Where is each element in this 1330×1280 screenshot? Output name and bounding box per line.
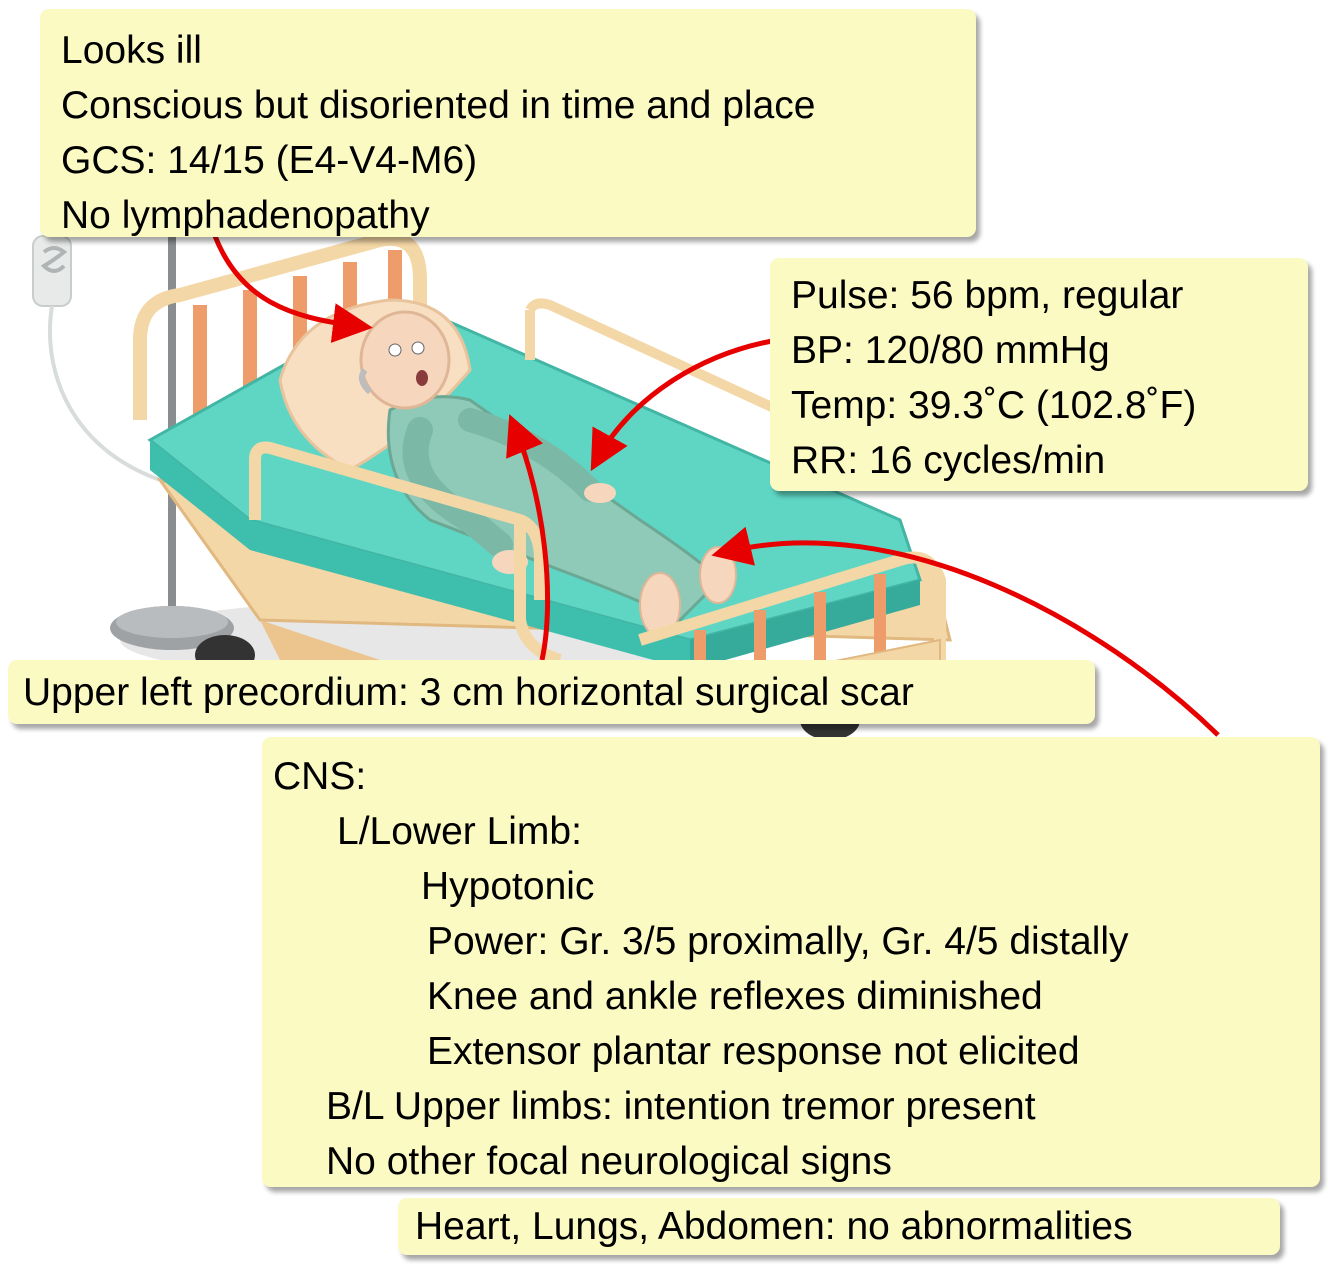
note-line: No lymphadenopathy bbox=[61, 194, 430, 237]
side-rail bbox=[249, 298, 803, 666]
note-line: RR: 16 cycles/min bbox=[791, 439, 1106, 482]
note-line: L/Lower Limb: bbox=[337, 810, 582, 853]
cns-exam-note: CNS: L/Lower Limb: Hypotonic Power: Gr. … bbox=[262, 737, 1320, 1187]
note-line: Knee and ankle reflexes diminished bbox=[427, 975, 1043, 1018]
note-line: GCS: 14/15 (E4-V4-M6) bbox=[61, 139, 478, 182]
arrow-to-body bbox=[590, 335, 791, 472]
note-line: Heart, Lungs, Abdomen: no abnormalities bbox=[415, 1205, 1133, 1248]
note-line: Looks ill bbox=[61, 29, 202, 72]
precordium-scar-note: Upper left precordium: 3 cm horizontal s… bbox=[8, 660, 1095, 724]
patient-head-icon bbox=[359, 310, 451, 410]
note-line: B/L Upper limbs: intention tremor presen… bbox=[326, 1085, 1036, 1128]
note-line: Upper left precordium: 3 cm horizontal s… bbox=[23, 671, 914, 714]
note-line: Hypotonic bbox=[421, 865, 595, 908]
systems-exam-note: Heart, Lungs, Abdomen: no abnormalities bbox=[398, 1198, 1280, 1255]
note-line: Pulse: 56 bpm, regular bbox=[791, 274, 1184, 317]
arrow-to-head bbox=[212, 235, 373, 343]
general-appearance-note: Looks ill Conscious but disoriented in t… bbox=[40, 9, 976, 237]
arrow-to-chest bbox=[506, 414, 551, 661]
note-line: No other focal neurological signs bbox=[326, 1140, 892, 1183]
leader-arrows bbox=[212, 235, 1220, 737]
vital-signs-note: Pulse: 56 bpm, regular BP: 120/80 mmHg T… bbox=[770, 258, 1308, 491]
note-line: Extensor plantar response not elicited bbox=[427, 1030, 1080, 1073]
note-line: Conscious but disoriented in time and pl… bbox=[61, 84, 816, 127]
note-line: CNS: bbox=[273, 755, 367, 798]
note-line: Temp: 39.3˚C (102.8˚F) bbox=[791, 384, 1197, 427]
note-line: Power: Gr. 3/5 proximally, Gr. 4/5 dista… bbox=[427, 920, 1129, 963]
note-line: BP: 120/80 mmHg bbox=[791, 329, 1110, 372]
arrow-to-leg bbox=[711, 526, 1220, 737]
